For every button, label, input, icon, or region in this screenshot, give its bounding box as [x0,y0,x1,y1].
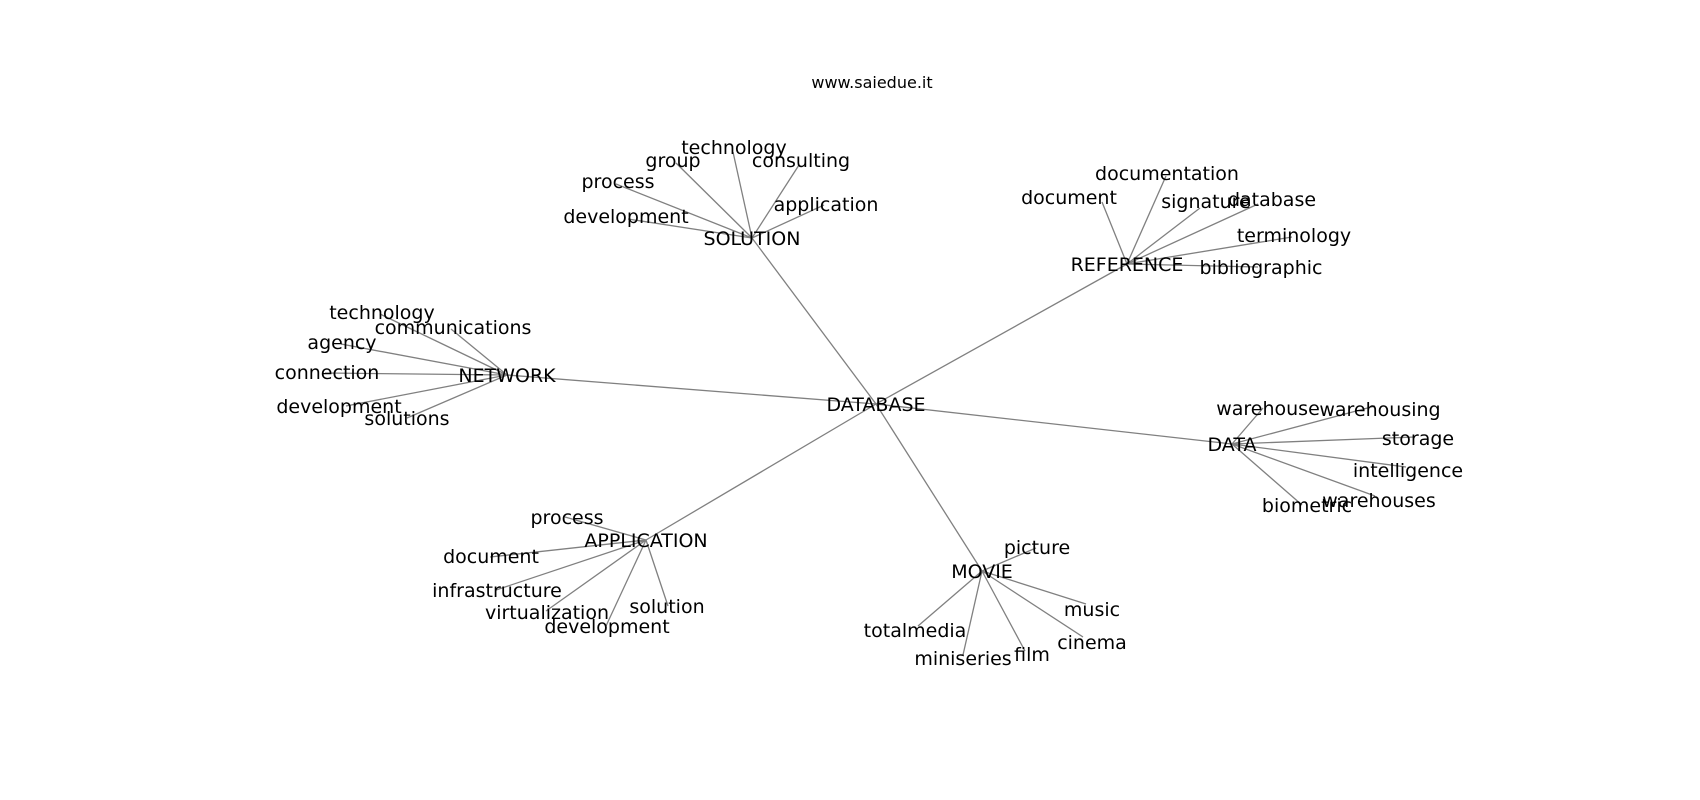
edge-reference-database [1126,203,1259,265]
leaf-node-label-data-storage: storage [1382,428,1454,450]
leaf-node-label-reference-terminology: terminology [1237,225,1351,247]
leaf-node-label-solution-group: group [645,150,700,172]
edge-root-application [645,403,877,541]
edge-network-technology [379,313,508,376]
edges-layer [324,151,1416,656]
root-node-label: DATABASE [826,394,925,416]
leaf-node-label-reference-bibliographic: bibliographic [1200,257,1323,279]
edge-solution-consulting [751,164,800,239]
edge-root-network [506,374,877,405]
hub-node-label-solution: SOLUTION [704,228,801,250]
edge-network-solutions [406,374,508,419]
leaf-node-label-application-document: document [443,546,539,568]
leaf-node-label-data-warehousing: warehousing [1319,399,1440,421]
leaf-node-label-movie-picture: picture [1004,537,1070,559]
leaf-node-label-reference-database: database [1228,189,1316,211]
edge-application-document [489,539,647,558]
edge-application-solution [645,539,669,607]
leaf-node-label-data-intelligence: intelligence [1353,460,1463,482]
edge-solution-technology [732,151,753,239]
leaf-node-label-movie-miniseries: miniseries [914,648,1011,670]
hub-node-label-reference: REFERENCE [1071,254,1184,276]
edge-movie-film [981,570,1026,652]
leaf-node-label-network-connection: connection [275,362,380,384]
edge-application-virtualization [545,539,647,612]
watermark-text: www.saiedue.it [811,73,932,92]
leaf-node-label-reference-documentation: documentation [1095,163,1239,185]
leaf-node-label-data-warehouses: warehouses [1322,490,1435,512]
edge-data-warehouses [1231,443,1376,497]
leaf-node-label-reference-signature: signature [1161,191,1251,213]
edge-movie-totalmedia [917,570,983,627]
edge-data-warehousing [1231,405,1376,445]
leaf-node-label-reference-document: document [1021,187,1117,209]
edge-reference-bibliographic [1126,263,1259,268]
edge-solution-application [751,204,825,239]
edge-solution-group [675,162,753,239]
hub-node-label-movie: MOVIE [951,561,1013,583]
leaf-node-label-movie-film: film [1014,644,1050,666]
leaf-node-label-network-development: development [276,396,401,418]
leaf-node-label-solution-application: application [774,194,879,216]
edge-network-agency [340,343,508,376]
edge-network-connection [324,372,508,376]
edge-solution-development [627,218,753,239]
edge-movie-picture [981,547,1037,572]
leaf-node-label-network-communications: communications [375,317,532,339]
edge-data-warehouse [1231,407,1264,445]
leaf-node-label-application-solution: solution [629,596,704,618]
leaf-node-label-network-solutions: solutions [364,408,449,430]
leaf-node-label-solution-consulting: consulting [752,150,850,172]
leaf-node-label-application-infrastructure: infrastructure [432,580,562,602]
edge-reference-documentation [1126,175,1167,265]
edge-data-intelligence [1231,443,1407,468]
edge-solution-process [615,183,753,239]
leaf-node-label-solution-technology: technology [681,137,787,159]
hub-node-label-application: APPLICATION [584,530,707,552]
edge-movie-miniseries [962,570,983,656]
edge-root-reference [875,263,1128,405]
edge-root-solution [751,237,877,405]
edge-application-process [564,516,647,541]
edge-reference-signature [1126,207,1201,265]
leaf-node-label-network-agency: agency [307,332,376,354]
hub-node-label-network: NETWORK [458,365,556,387]
edge-network-development [345,374,508,407]
leaf-node-label-application-process: process [530,507,603,529]
edge-data-storage [1231,436,1416,445]
edge-movie-music [981,570,1087,605]
edge-reference-document [1101,201,1128,265]
edge-application-development [605,539,647,627]
edge-movie-cinema [981,570,1084,638]
edge-root-movie [875,403,983,572]
leaf-node-label-movie-music: music [1064,599,1120,621]
hub-node-label-data: DATA [1208,434,1257,456]
edge-root-data [875,403,1233,445]
leaf-node-label-movie-totalmedia: totalmedia [864,620,967,642]
leaf-node-label-solution-process: process [581,171,654,193]
edge-reference-terminology [1126,236,1293,265]
leaf-node-label-application-development: development [544,616,669,638]
leaf-node-label-movie-cinema: cinema [1057,632,1127,654]
edge-data-biometric [1231,443,1303,506]
leaf-node-label-solution-development: development [563,206,688,228]
leaf-node-label-application-virtualization: virtualization [485,602,609,624]
leaf-node-label-data-biometric: biometric [1262,495,1352,517]
edge-network-communications [450,328,508,376]
edge-application-infrastructure [495,539,647,591]
leaf-node-label-network-technology: technology [329,302,435,324]
leaf-node-label-data-warehouse: warehouse [1216,398,1320,420]
